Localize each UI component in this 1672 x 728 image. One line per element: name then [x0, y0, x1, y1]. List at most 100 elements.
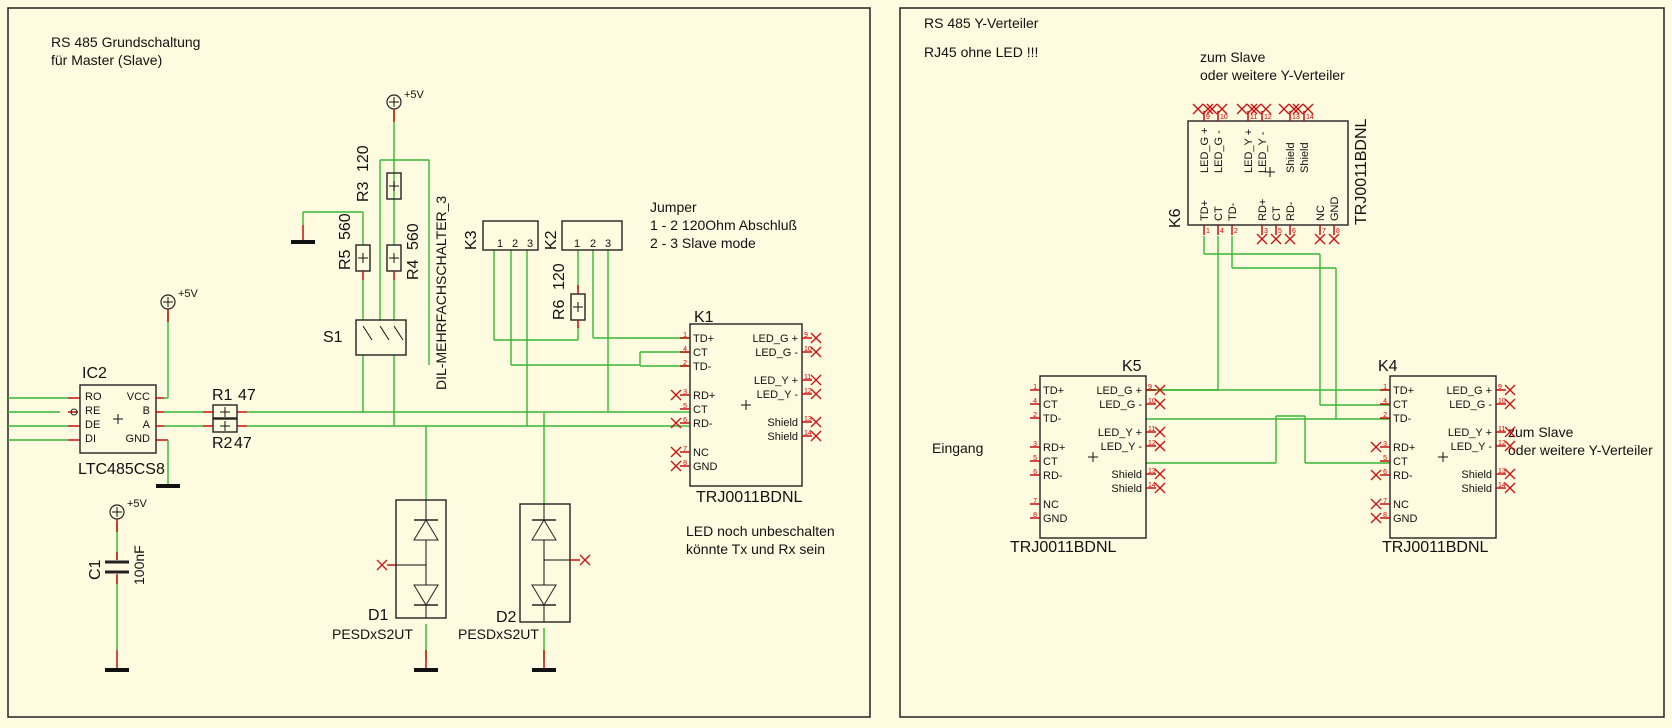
ic2-ref: IC2 [82, 365, 107, 382]
k4-pin-num: 4 [1383, 398, 1387, 405]
k4-pin-label: RD- [1393, 470, 1413, 482]
k5-pin-num: 12 [1148, 440, 1156, 447]
k5-pin-num: 5 [1033, 455, 1037, 462]
k6-pin-num: 6 [1292, 228, 1296, 235]
k6-value: TRJ0011BDNL [1353, 118, 1370, 225]
s1-ref: S1 [323, 329, 343, 346]
k4-pin-label: NC [1393, 499, 1409, 511]
k2-ref: K2 [543, 230, 560, 250]
k6-pin-num: 13 [1292, 114, 1300, 121]
k4-pin-num: 10 [1498, 398, 1506, 405]
k5-pin-label: CT [1043, 456, 1058, 468]
ic2-pin-b: B [143, 405, 150, 417]
k6-pin-num: 8 [1336, 228, 1340, 235]
r4-value: 560 [405, 223, 422, 250]
r5-ref: R5 [337, 249, 354, 270]
ic2-pin-ro: RO [85, 391, 102, 403]
k5-pin-label: LED_G + [1096, 385, 1142, 397]
k4-pin-label: CT [1393, 456, 1408, 468]
k4-pin-num: 9 [1498, 384, 1502, 391]
k5-pin-label: NC [1043, 499, 1059, 511]
k5-pin-label: Shield [1111, 483, 1142, 495]
k4-pin-num: 12 [1498, 440, 1506, 447]
d2: D2 PESDxS2UT [458, 503, 591, 672]
k1-pin-num: 14 [804, 430, 812, 437]
k1-pin-label: GND [693, 461, 718, 473]
to-slave-top-line1: zum Slave [1200, 49, 1266, 65]
k1-pin-label: RD+ [693, 390, 715, 402]
k4-pin-num: 13 [1498, 468, 1506, 475]
r4: R4 560 [386, 223, 422, 280]
k1-pin-label: TD+ [693, 333, 714, 345]
r4-ref: R4 [405, 259, 422, 280]
d1-value: PESDxS2UT [332, 626, 413, 642]
ic2: RO RE DE DI VCC B A GND IC2 LTC485CS8 [68, 365, 180, 488]
k6-pin-num: 10 [1220, 114, 1228, 121]
to-slave-top-line2: oder weitere Y-Verteiler [1200, 67, 1345, 83]
d1: D1 PESDxS2UT [332, 499, 447, 672]
right-subtitle: RJ45 ohne LED !!! [924, 44, 1038, 60]
k5-pin-label: Shield [1111, 469, 1142, 481]
k6-pin-label: Shield [1285, 142, 1297, 173]
k6-pin-num: 11 [1250, 114, 1257, 121]
k4-pin-label: GND [1393, 513, 1418, 525]
k1-value: TRJ0011BDNL [696, 489, 803, 506]
k4-pin-num: 8 [1383, 512, 1387, 519]
r1: R1 47 [203, 387, 256, 419]
k6-pin-label: NC [1315, 205, 1327, 221]
s1-value: DIL-MEHRFACHSCHALTER_3 [433, 196, 449, 390]
k5-pin-label: TD+ [1043, 385, 1064, 397]
k5-pin-num: 13 [1148, 468, 1156, 475]
k4-pin-num: 14 [1498, 482, 1506, 489]
k4-pin-num: 5 [1383, 455, 1387, 462]
r6-value: 120 [551, 263, 568, 290]
led-note-line1: LED noch unbeschalten [686, 523, 835, 539]
k4-pin-num: 2 [1383, 412, 1387, 419]
k1-pin-num: 8 [683, 460, 687, 467]
k5-pin-label: TD- [1043, 413, 1062, 425]
r3: R3 120 [355, 145, 402, 202]
r1-ref: R1 [212, 387, 233, 404]
k1-ref: K1 [694, 309, 714, 326]
left-title: RS 485 Grundschaltung [51, 34, 200, 50]
left-sheet-frame [7, 7, 871, 718]
ic2-pin-gnd: GND [126, 433, 151, 445]
k6-pin-label: LED_G - [1213, 130, 1225, 173]
supply-5v-r3: +5V [386, 89, 425, 122]
supply-5v-r3-label: +5V [404, 89, 425, 101]
k1-pin-num: 11 [804, 374, 811, 381]
r5: R5 560 [337, 213, 371, 280]
c1-value: 100nF [131, 545, 147, 585]
k1-pin-label: CT [693, 347, 708, 359]
supply-5v-c1: +5V [109, 498, 148, 532]
k4-pin-num: 11 [1498, 426, 1505, 433]
k4-pin-num: 3 [1383, 441, 1387, 448]
supply-5v-ic2: +5V [160, 288, 199, 322]
ic2-pin-re: RE [85, 405, 100, 417]
k6-pin-num: 2 [1234, 228, 1238, 235]
k1-pin-num: 5 [683, 403, 687, 410]
k6-ref: K6 [1167, 208, 1184, 228]
k1-pin-label: RD- [693, 418, 713, 430]
k4-ref: K4 [1378, 358, 1398, 375]
k4-pin-label: CT [1393, 399, 1408, 411]
k5-pin-num: 9 [1148, 384, 1152, 391]
r1-value: 47 [238, 387, 256, 404]
k5-pin-label: LED_G - [1099, 399, 1142, 411]
ic2-pin-a: A [143, 419, 151, 431]
k6-pin-label: LED_Y + [1243, 129, 1255, 173]
k4-pin-num: 6 [1383, 469, 1387, 476]
k1-pin-label: NC [693, 447, 709, 459]
k1-pin-num: 10 [804, 346, 812, 353]
supply-5v-ic2-label: +5V [178, 288, 199, 300]
jumper-line1: 1 - 2 120Ohm Abschluß [650, 217, 797, 233]
c1: C1 100nF [87, 545, 147, 672]
r3-ref: R3 [355, 181, 372, 202]
k6-pin-num: 5 [1278, 228, 1282, 235]
k1-pin-num: 4 [683, 346, 687, 353]
